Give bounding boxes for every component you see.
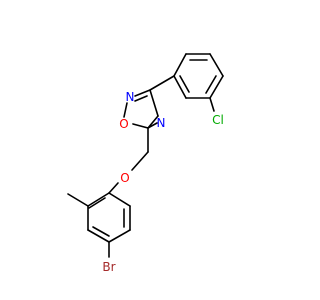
- bond: [134, 89, 151, 97]
- bond: [205, 75, 217, 94]
- atom-label-cl: Cl: [212, 113, 224, 127]
- bond: [67, 193, 89, 207]
- bond: [123, 102, 128, 118]
- atom-label-o1: O: [119, 117, 128, 131]
- bond: [87, 192, 110, 207]
- atom-labels: N O N O Cl Br: [102, 90, 223, 274]
- bond: [209, 75, 224, 99]
- atom-label-o-ether: O: [120, 171, 129, 185]
- bond: [131, 151, 149, 171]
- bond: [134, 95, 148, 102]
- bond: [173, 75, 187, 99]
- atom-label-n2: N: [126, 90, 135, 104]
- structure-diagram: N O N O Cl Br: [67, 53, 224, 274]
- bonds: [67, 53, 224, 258]
- bond: [108, 192, 131, 207]
- bond: [209, 53, 224, 77]
- bond: [108, 229, 131, 243]
- bond: [108, 182, 119, 194]
- bond: [179, 75, 190, 93]
- atom-label-br: Br: [102, 260, 115, 274]
- bond: [149, 89, 159, 117]
- bond: [132, 123, 149, 129]
- bond: [173, 53, 187, 77]
- bond: [147, 115, 159, 129]
- bond: [87, 229, 110, 243]
- bond: [88, 197, 106, 209]
- bond: [92, 226, 110, 237]
- bond: [149, 75, 175, 91]
- bond: [209, 97, 215, 112]
- atom-label-n4: N: [157, 116, 166, 130]
- bond: [147, 122, 158, 129]
